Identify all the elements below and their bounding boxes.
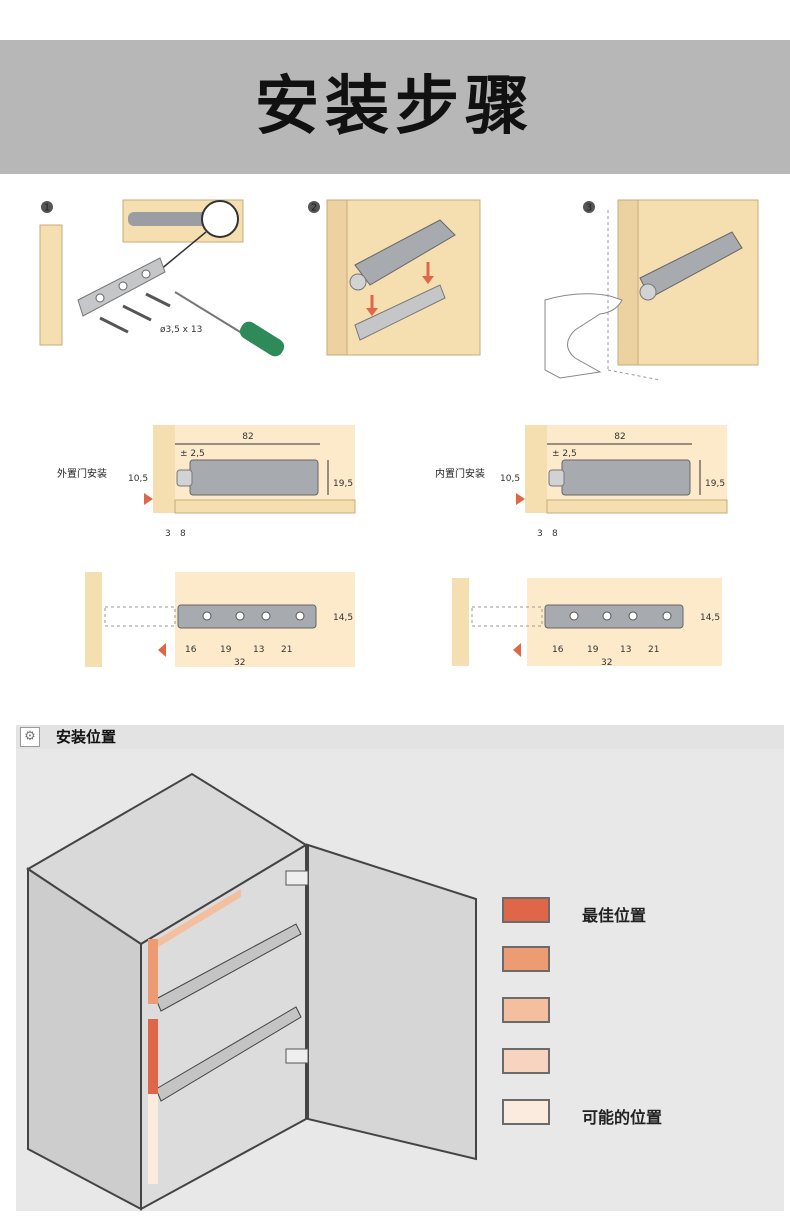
svg-text:19: 19 <box>587 645 599 655</box>
legend-swatch-possible <box>502 1099 550 1125</box>
mounting-plate <box>354 284 446 341</box>
step-1-number: 1 <box>44 203 50 214</box>
title-banner: 安装步骤 <box>0 40 790 174</box>
svg-text:13: 13 <box>253 645 264 655</box>
zone-good <box>148 939 158 1004</box>
legend-swatch-3 <box>502 997 550 1023</box>
svg-text:± 2,5: ± 2,5 <box>552 449 577 459</box>
step-1-badge <box>41 201 53 213</box>
installation-steps-diagram: 1 ø3,5 x 13 2 3 <box>39 199 759 668</box>
zoom-circle <box>201 200 239 238</box>
latch-top <box>285 870 309 886</box>
svg-text:82: 82 <box>614 432 625 442</box>
step-3-illustration: 3 <box>544 199 759 381</box>
svg-text:3: 3 <box>537 529 543 539</box>
screwdriver-handle <box>239 321 285 357</box>
screwdriver-shaft <box>174 291 246 336</box>
step-2-illustration: 2 <box>308 199 481 356</box>
svg-text:14,5: 14,5 <box>700 613 720 623</box>
page-title: 安装步骤 <box>255 70 535 144</box>
cabinet-interior <box>140 843 307 1211</box>
svg-text:10,5: 10,5 <box>500 474 520 484</box>
step-2-number: 2 <box>311 203 317 214</box>
svg-text:16: 16 <box>185 645 197 655</box>
hole-spacing-panel-2: 14,5 16 19 13 21 32 <box>452 578 722 668</box>
cabinet-side-panel <box>39 224 63 346</box>
svg-text:19: 19 <box>220 645 232 655</box>
cabinet-door <box>617 199 759 366</box>
gear-icon: ⚙ <box>20 727 40 747</box>
legend-swatch-2 <box>502 946 550 972</box>
cabinet-panel <box>326 199 481 356</box>
surface-mount-label: 外置门安装 <box>57 467 107 480</box>
svg-text:10,5: 10,5 <box>128 474 148 484</box>
screw <box>122 304 152 322</box>
svg-text:8: 8 <box>180 529 186 539</box>
position-section-title: 安装位置 <box>56 728 117 746</box>
latch-bottom <box>285 1048 309 1064</box>
dimension-panel-inset: 内置门安装 82 ± 2,5 19,5 10,5 3 8 <box>435 425 728 539</box>
inset-mount-label: 内置门安装 <box>435 467 485 480</box>
svg-text:21: 21 <box>281 645 292 655</box>
svg-text:82: 82 <box>242 432 253 442</box>
screw <box>99 316 129 334</box>
hand-drawing <box>544 293 623 379</box>
dimension-panel-surface: 外置门安装 82 ± 2,5 19,5 10,5 3 8 <box>57 425 356 539</box>
svg-text:3: 3 <box>165 529 171 539</box>
svg-text:16: 16 <box>552 645 564 655</box>
latch-body <box>128 212 208 226</box>
legend-swatch-best <box>502 897 550 923</box>
zone-possible <box>148 1094 158 1184</box>
position-section-header: ⚙ 安装位置 <box>16 725 784 749</box>
svg-text:± 2,5: ± 2,5 <box>180 449 205 459</box>
svg-text:21: 21 <box>648 645 659 655</box>
svg-text:8: 8 <box>552 529 558 539</box>
screw <box>145 292 171 308</box>
legend-label-best: 最佳位置 <box>582 906 647 925</box>
screw-size-label: ø3,5 x 13 <box>160 325 202 335</box>
svg-text:32: 32 <box>601 658 612 668</box>
svg-text:14,5: 14,5 <box>333 613 353 623</box>
step-1-illustration: 1 ø3,5 x 13 <box>39 199 285 357</box>
step-3-number: 3 <box>586 203 592 214</box>
svg-text:19,5: 19,5 <box>333 479 353 489</box>
svg-text:13: 13 <box>620 645 631 655</box>
cabinet-door <box>307 843 477 1161</box>
cabinet-illustration <box>26 772 477 1211</box>
legend-swatch-4 <box>502 1048 550 1074</box>
hole-spacing-panel-1: 14,5 16 19 13 21 32 <box>85 572 355 668</box>
svg-text:32: 32 <box>234 658 245 668</box>
svg-text:19,5: 19,5 <box>705 479 725 489</box>
zone-best <box>148 1019 158 1094</box>
legend-label-possible: 可能的位置 <box>582 1108 663 1127</box>
installation-position-panel: 最佳位置 可能的位置 <box>16 749 784 1211</box>
